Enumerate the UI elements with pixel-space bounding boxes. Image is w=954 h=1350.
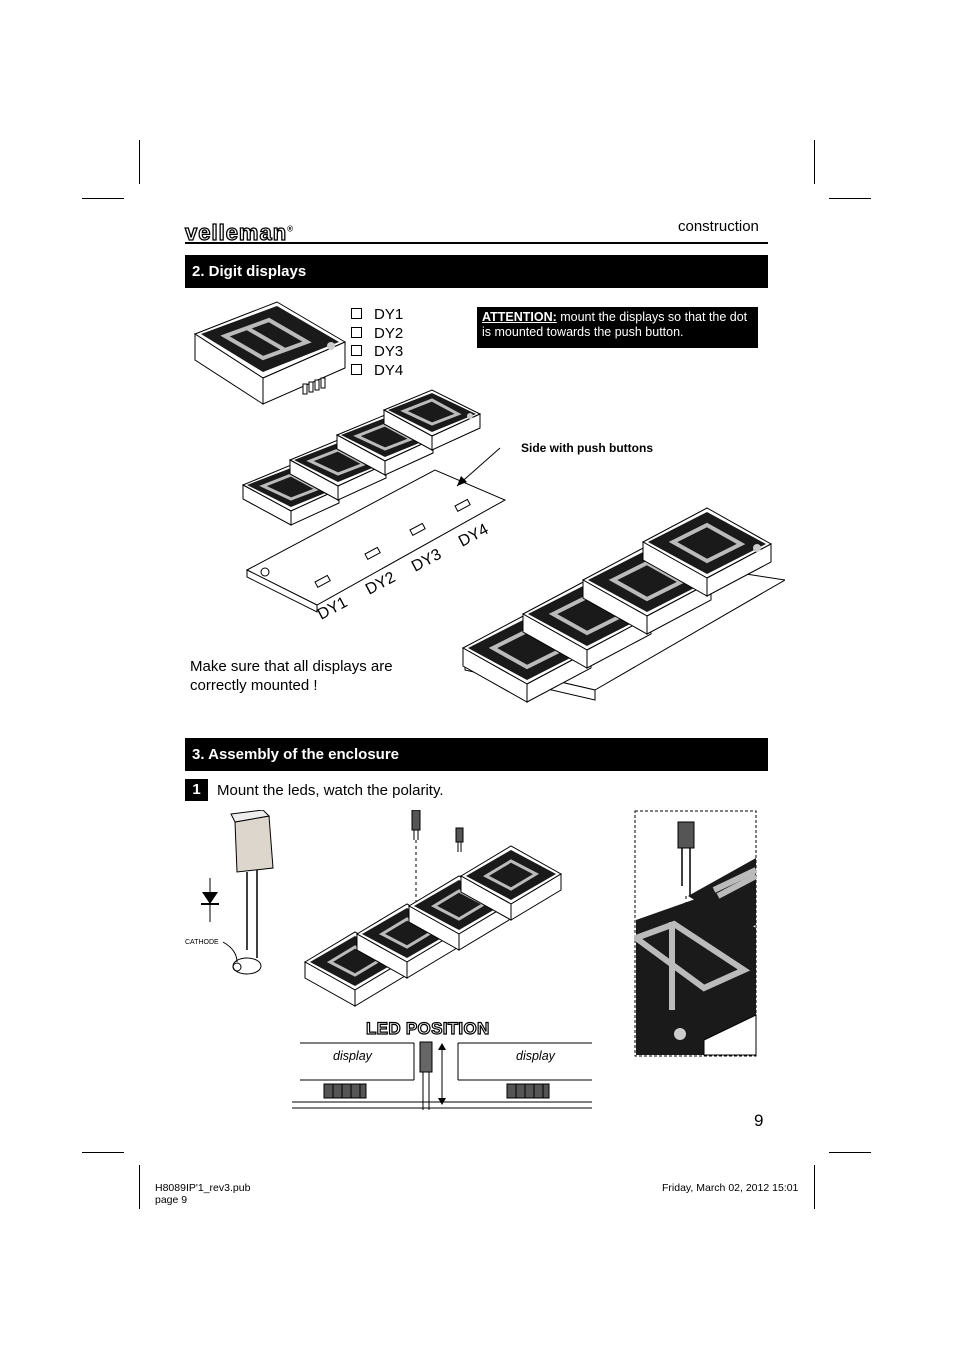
- checkbox-icon: [351, 345, 362, 356]
- led-position-diagram: [292, 1041, 592, 1110]
- attention-box: ATTENTION: mount the displays so that th…: [477, 307, 758, 348]
- section-heading: 3. Assembly of the enclosure: [185, 738, 768, 771]
- crop-mark: [829, 198, 871, 199]
- led-detail-view: [634, 810, 758, 1057]
- assembled-display-row: [461, 507, 785, 703]
- checkbox-icon: [351, 326, 362, 338]
- led-assembly-figure: [304, 810, 562, 1007]
- crop-mark: [82, 1152, 124, 1153]
- header-section-name: construction: [678, 218, 759, 235]
- section-heading: 2. Digit displays: [185, 255, 768, 288]
- footer-page: page 9: [155, 1194, 188, 1206]
- checklist-item[interactable]: DY4: [351, 362, 403, 381]
- cathode-label: CATHODE: [185, 939, 219, 946]
- crop-mark: [139, 1165, 140, 1209]
- header-rule: [185, 242, 768, 244]
- side-with-push-buttons-label: Side with push buttons: [521, 441, 653, 455]
- pcb-board: [245, 469, 507, 613]
- crop-mark: [814, 140, 815, 184]
- checklist-item[interactable]: DY1: [351, 306, 403, 325]
- crop-mark: [139, 140, 140, 184]
- crop-mark: [82, 198, 124, 199]
- velleman-logo: velleman®: [184, 219, 295, 245]
- page-number: 9: [754, 1111, 764, 1130]
- footer-file: H8089IP'1_rev3.pub: [155, 1182, 251, 1194]
- display-label: display: [333, 1049, 372, 1063]
- checkbox-icon: [351, 308, 362, 319]
- led-diagram: CATHODE: [185, 810, 274, 975]
- footer-date: Friday, March 02, 2012 15:01: [662, 1182, 799, 1194]
- crop-mark: [829, 1152, 871, 1153]
- crop-mark: [814, 1165, 815, 1209]
- step-instruction: Mount the leds, watch the polarity.: [217, 782, 444, 799]
- checkbox-icon: [351, 363, 362, 375]
- display-label: display: [516, 1049, 555, 1063]
- checklist-item[interactable]: DY3: [351, 343, 403, 362]
- digit-display-figure: DY1 DY2 DY3 DY4: [193, 301, 785, 703]
- checklist: DY1 DY2 DY3 DY4: [351, 306, 403, 380]
- step-number: 1: [185, 779, 208, 801]
- display-module: [241, 464, 341, 526]
- checklist-item[interactable]: DY2: [351, 325, 403, 344]
- display-module: [335, 414, 435, 476]
- board-label: DY4: [456, 521, 492, 551]
- mounting-note: Make sure that all displays are correctl…: [190, 658, 393, 694]
- footer-file-info: H8089IP'1_rev3.pub page 9: [155, 1182, 250, 1206]
- display-module: [193, 301, 347, 405]
- display-module: [382, 389, 482, 451]
- led-position-title: LED POSITION: [365, 1018, 490, 1038]
